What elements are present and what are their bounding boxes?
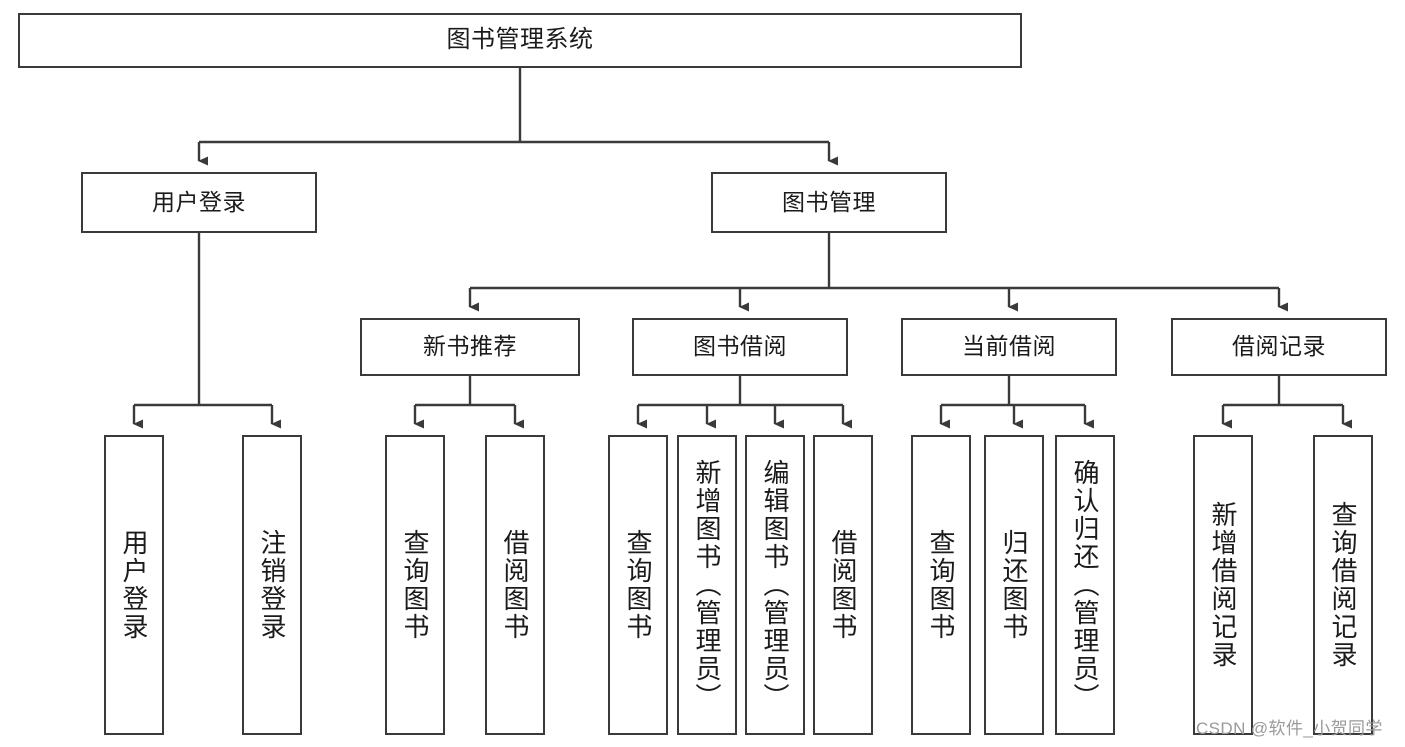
node-label: 图书管理 [782,188,876,215]
node-leaf-add-record: 新增借阅记录 [1193,435,1253,735]
node-new-book-recommend: 新书推荐 [360,318,580,376]
node-label: 借阅记录 [1232,333,1326,360]
node-current-borrow: 当前借阅 [901,318,1117,376]
node-leaf-add-book: 新增图书（管理员） [677,435,737,735]
node-label: 借阅图书 [828,529,858,641]
node-label: 编辑图书（管理员） [760,459,790,711]
node-book-borrow: 图书借阅 [632,318,848,376]
node-label: 用户登录 [119,529,149,641]
node-leaf-borrow-book-2: 借阅图书 [813,435,873,735]
node-label: 图书借阅 [693,333,787,360]
node-leaf-confirm-return: 确认归还（管理员） [1055,435,1115,735]
node-leaf-query-book-1: 查询图书 [385,435,445,735]
node-label: 借阅图书 [500,529,530,641]
node-label: 查询图书 [400,529,430,641]
node-label: 注销登录 [257,529,287,641]
node-borrow-records: 借阅记录 [1171,318,1387,376]
node-label: 查询图书 [926,529,956,641]
node-user-login: 用户登录 [81,172,317,233]
node-label: 查询借阅记录 [1328,501,1358,669]
node-leaf-user-login: 用户登录 [104,435,164,735]
node-leaf-logout: 注销登录 [242,435,302,735]
node-label: 用户登录 [152,188,246,215]
node-leaf-query-book-2: 查询图书 [608,435,668,735]
node-label: 新书推荐 [423,333,517,360]
node-label: 图书管理系统 [446,26,594,54]
node-label: 归还图书 [999,529,1029,641]
node-leaf-query-book-3: 查询图书 [911,435,971,735]
node-label: 查询图书 [623,529,653,641]
node-label: 新增借阅记录 [1208,501,1238,669]
node-leaf-edit-book: 编辑图书（管理员） [745,435,805,735]
node-book-management: 图书管理 [711,172,947,233]
node-label: 新增图书（管理员） [692,459,722,711]
csdn-watermark: CSDN @软件_小贺同学 [1196,719,1383,738]
node-label: 当前借阅 [962,333,1056,360]
node-leaf-return-book: 归还图书 [984,435,1044,735]
node-root: 图书管理系统 [18,13,1022,68]
node-leaf-query-record: 查询借阅记录 [1313,435,1373,735]
node-leaf-borrow-book-1: 借阅图书 [485,435,545,735]
node-label: 确认归还（管理员） [1070,459,1100,711]
